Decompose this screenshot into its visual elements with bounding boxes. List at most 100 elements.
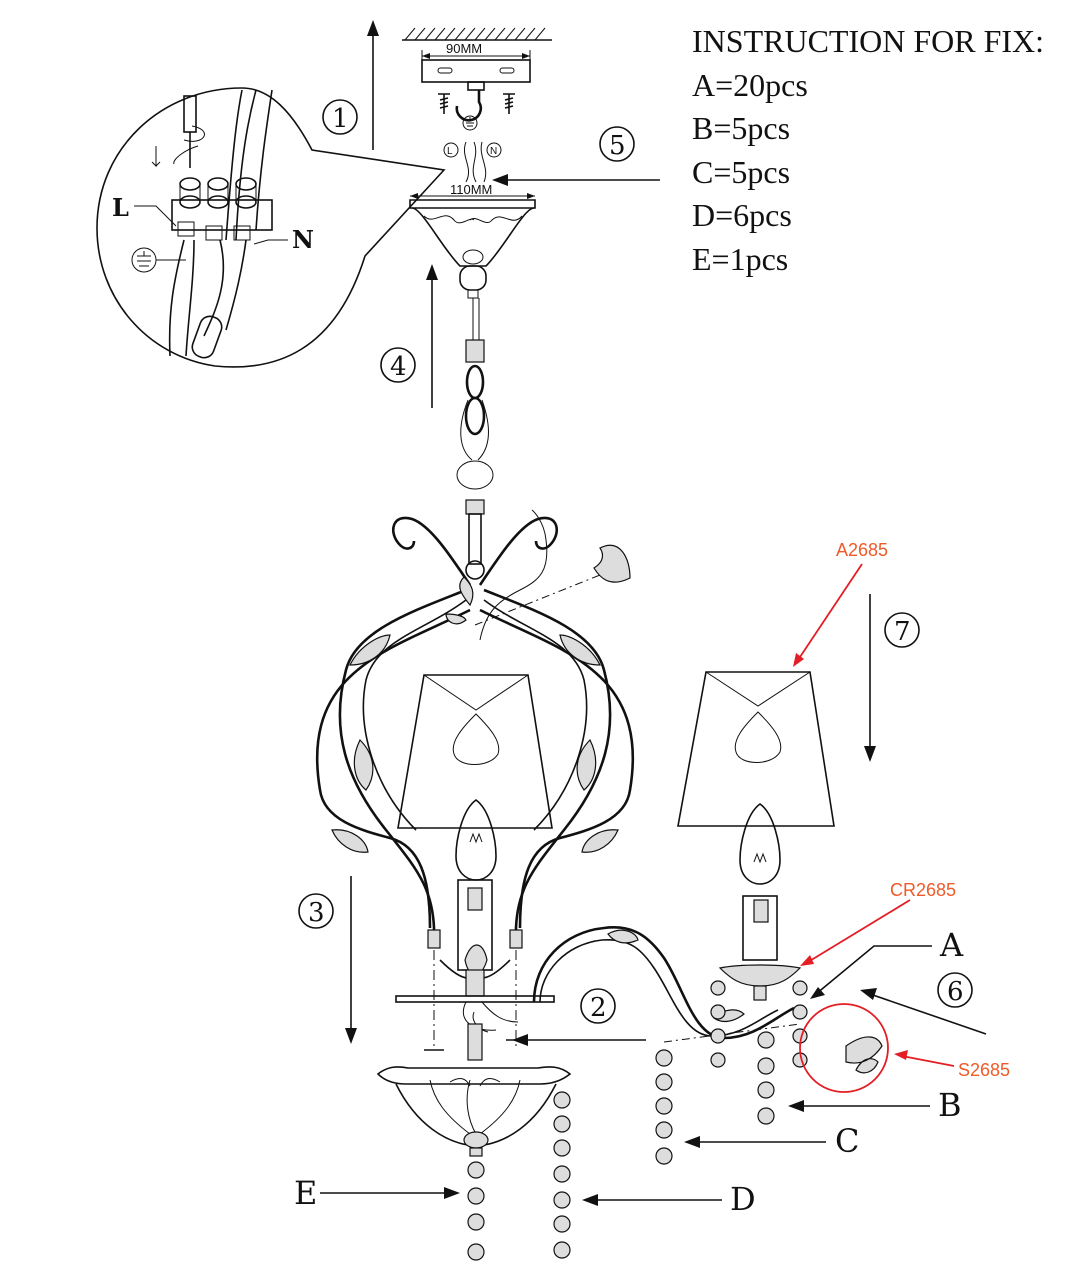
crystal-icon xyxy=(710,980,726,996)
plate-dim-label: 90MM xyxy=(446,41,482,56)
detail-wires xyxy=(168,89,273,357)
left-top-curl xyxy=(391,516,472,586)
instruction-item-e: E=1pcs xyxy=(692,241,788,277)
crystal-icon xyxy=(553,1215,571,1233)
pointer-a xyxy=(815,945,932,995)
crystal-strand-a xyxy=(710,980,726,1068)
ground-symbol-icon xyxy=(462,115,478,131)
part-letter-a: A xyxy=(939,926,964,964)
right-top-curl xyxy=(478,516,559,586)
crystal-icon xyxy=(710,1052,726,1068)
threaded-rod xyxy=(467,1023,483,1061)
leaf-ornament xyxy=(581,829,619,853)
left-lamp-shade xyxy=(397,674,553,829)
crystal-icon xyxy=(467,1187,485,1205)
right-bulb-icon xyxy=(739,803,781,885)
wire-sleeve xyxy=(191,315,223,359)
callout-line-shade xyxy=(797,563,863,661)
canopy-dim-label: 110MM xyxy=(450,182,492,197)
chain-link xyxy=(464,396,486,436)
step-5-circle xyxy=(599,126,635,162)
instruction-item-b: B=5pcs xyxy=(692,110,790,146)
step-6-circle xyxy=(937,972,973,1008)
chain-cord xyxy=(460,399,489,461)
supply-wires xyxy=(464,141,487,183)
shade-drop-cutout xyxy=(452,713,500,765)
bobeche-highlight-circle xyxy=(799,1003,889,1093)
part-letter-d: D xyxy=(730,1180,756,1218)
crystal-icon xyxy=(792,1004,808,1020)
bowl-leaf-ornament xyxy=(429,1078,521,1135)
canopy-rim xyxy=(409,199,536,209)
instruction-item-d: D=6pcs xyxy=(692,197,792,233)
magnifier-bubble xyxy=(96,87,446,368)
leaf-ornament xyxy=(353,738,374,791)
arm-socket xyxy=(427,929,441,949)
canopy: 110MM xyxy=(409,182,536,299)
step-1-label: 1 xyxy=(332,104,349,134)
leaf-ornament xyxy=(607,929,639,944)
step-3-circle xyxy=(298,893,334,929)
neutral-circle-label: N xyxy=(490,146,497,157)
center-rod xyxy=(468,513,482,565)
arrow-down-icon xyxy=(151,146,161,168)
live-circle-icon xyxy=(443,142,459,158)
right-bobeche-cup xyxy=(718,964,802,987)
right-outer-arm xyxy=(483,588,612,941)
left-bulb-icon xyxy=(455,799,497,881)
callout-line-cup xyxy=(807,899,911,963)
chain xyxy=(456,298,494,580)
instruction-title: INSTRUCTION FOR FIX: xyxy=(692,23,1044,59)
wire-label-live: L xyxy=(112,193,129,222)
code-cup: CR2685 xyxy=(890,880,956,900)
crystal-icon xyxy=(710,1004,726,1020)
part-code-callouts: A2685 CR2685 S2685 xyxy=(793,540,1010,1093)
screw-icon xyxy=(438,93,515,114)
step-4-label: 4 xyxy=(390,352,407,382)
part-letter-b: B xyxy=(938,1086,962,1124)
chain-ring xyxy=(456,460,494,490)
crystal-strand-d xyxy=(553,1091,571,1259)
crystal-strand-c xyxy=(655,1049,673,1165)
canopy-body xyxy=(411,207,535,267)
live-circle-label: L xyxy=(447,146,453,157)
assembly-guideline xyxy=(474,574,601,626)
crystal-icon xyxy=(757,1107,775,1125)
crystal-strands xyxy=(467,980,808,1261)
chandelier-frame xyxy=(315,509,635,949)
crystal-icon xyxy=(655,1073,673,1091)
plate-tab xyxy=(467,81,485,91)
crystal-icon xyxy=(467,1243,485,1261)
step-7-circle xyxy=(884,612,920,648)
chain-coupler xyxy=(465,339,485,363)
crystal-icon xyxy=(553,1091,571,1109)
left-light xyxy=(395,674,555,1061)
wiring-detail-callout: L N xyxy=(96,87,446,368)
bobeche-leaf-part xyxy=(845,1036,883,1074)
canopy-nut xyxy=(459,265,487,291)
crystal-icon xyxy=(792,980,808,996)
crystal-icon xyxy=(710,1028,726,1044)
bottom-bowl xyxy=(376,1066,572,1157)
right-arm-assembly xyxy=(532,671,835,1043)
left-inner-arm xyxy=(315,608,471,929)
bowl-finial xyxy=(463,1131,489,1149)
step-2-label: 2 xyxy=(590,993,607,1023)
callout-line-bobeche xyxy=(901,1055,955,1067)
crystal-strand-e xyxy=(467,1161,485,1261)
step-6-label: 6 xyxy=(947,977,964,1007)
neutral-circle-icon xyxy=(486,142,502,158)
part-letter-e: E xyxy=(294,1174,317,1212)
ceiling-mount: 90MM L N xyxy=(402,27,552,183)
left-bobeche-plate xyxy=(395,995,555,1003)
crystal-icon xyxy=(757,1081,775,1099)
crystal-icon xyxy=(467,1161,485,1179)
ceiling-hatch xyxy=(404,27,546,41)
code-bobeche: S2685 xyxy=(958,1060,1010,1080)
crystal-icon xyxy=(467,1213,485,1231)
step-5-label: 5 xyxy=(609,131,626,161)
step-indicators: 1 5 4 7 3 2 6 xyxy=(298,20,987,1046)
wire-label-neutral: N xyxy=(292,225,314,254)
